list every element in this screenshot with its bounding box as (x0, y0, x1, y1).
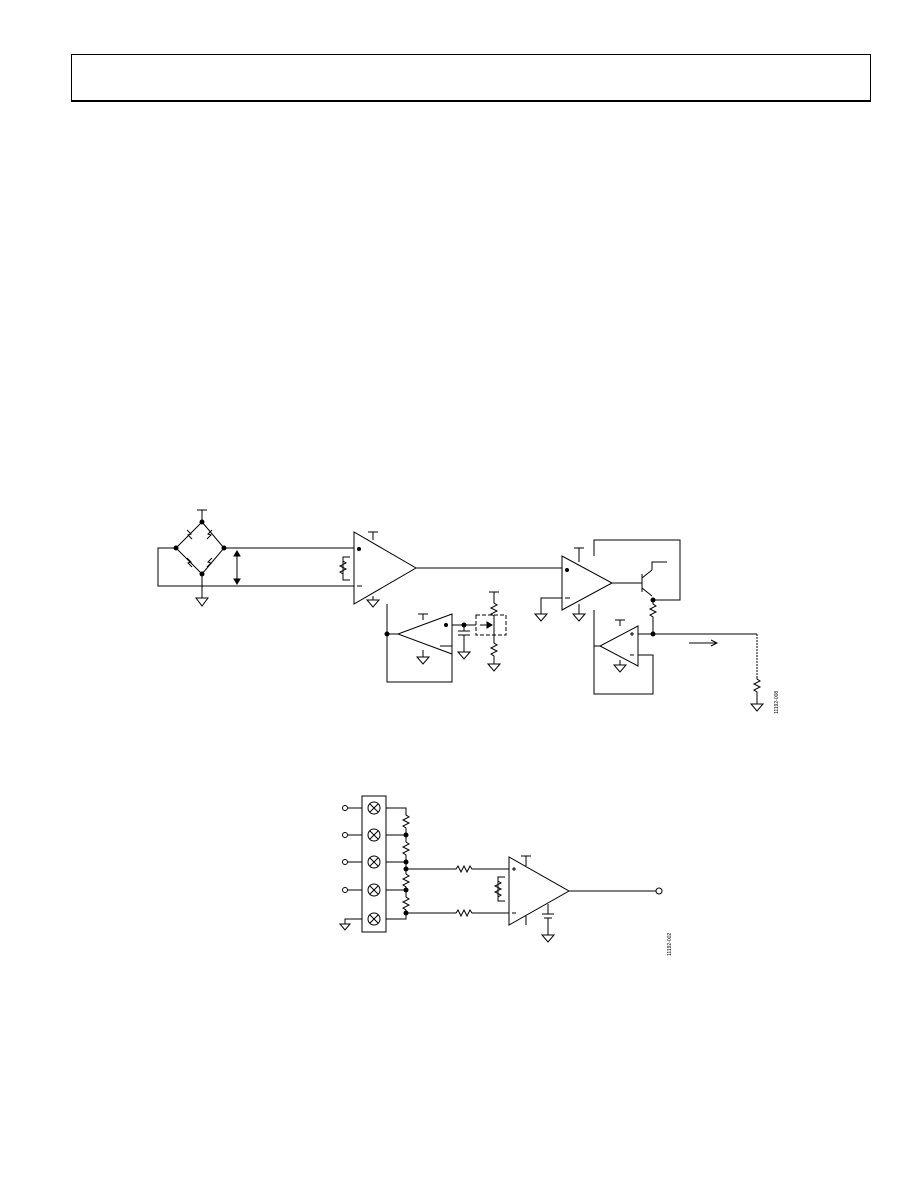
instrumentation-amplifier-2 (493, 855, 663, 943)
figure-id-code: 11192-002 (667, 932, 673, 956)
reference-buffer-opamp (396, 591, 507, 672)
resistor-ladder (386, 807, 411, 920)
strain-gauge-bridge (157, 509, 354, 607)
input-resistors (406, 864, 509, 918)
terminal-block (338, 795, 387, 933)
page-header-box (71, 54, 871, 102)
current-loop-driver (533, 539, 765, 712)
terminal-screw (367, 801, 381, 926)
